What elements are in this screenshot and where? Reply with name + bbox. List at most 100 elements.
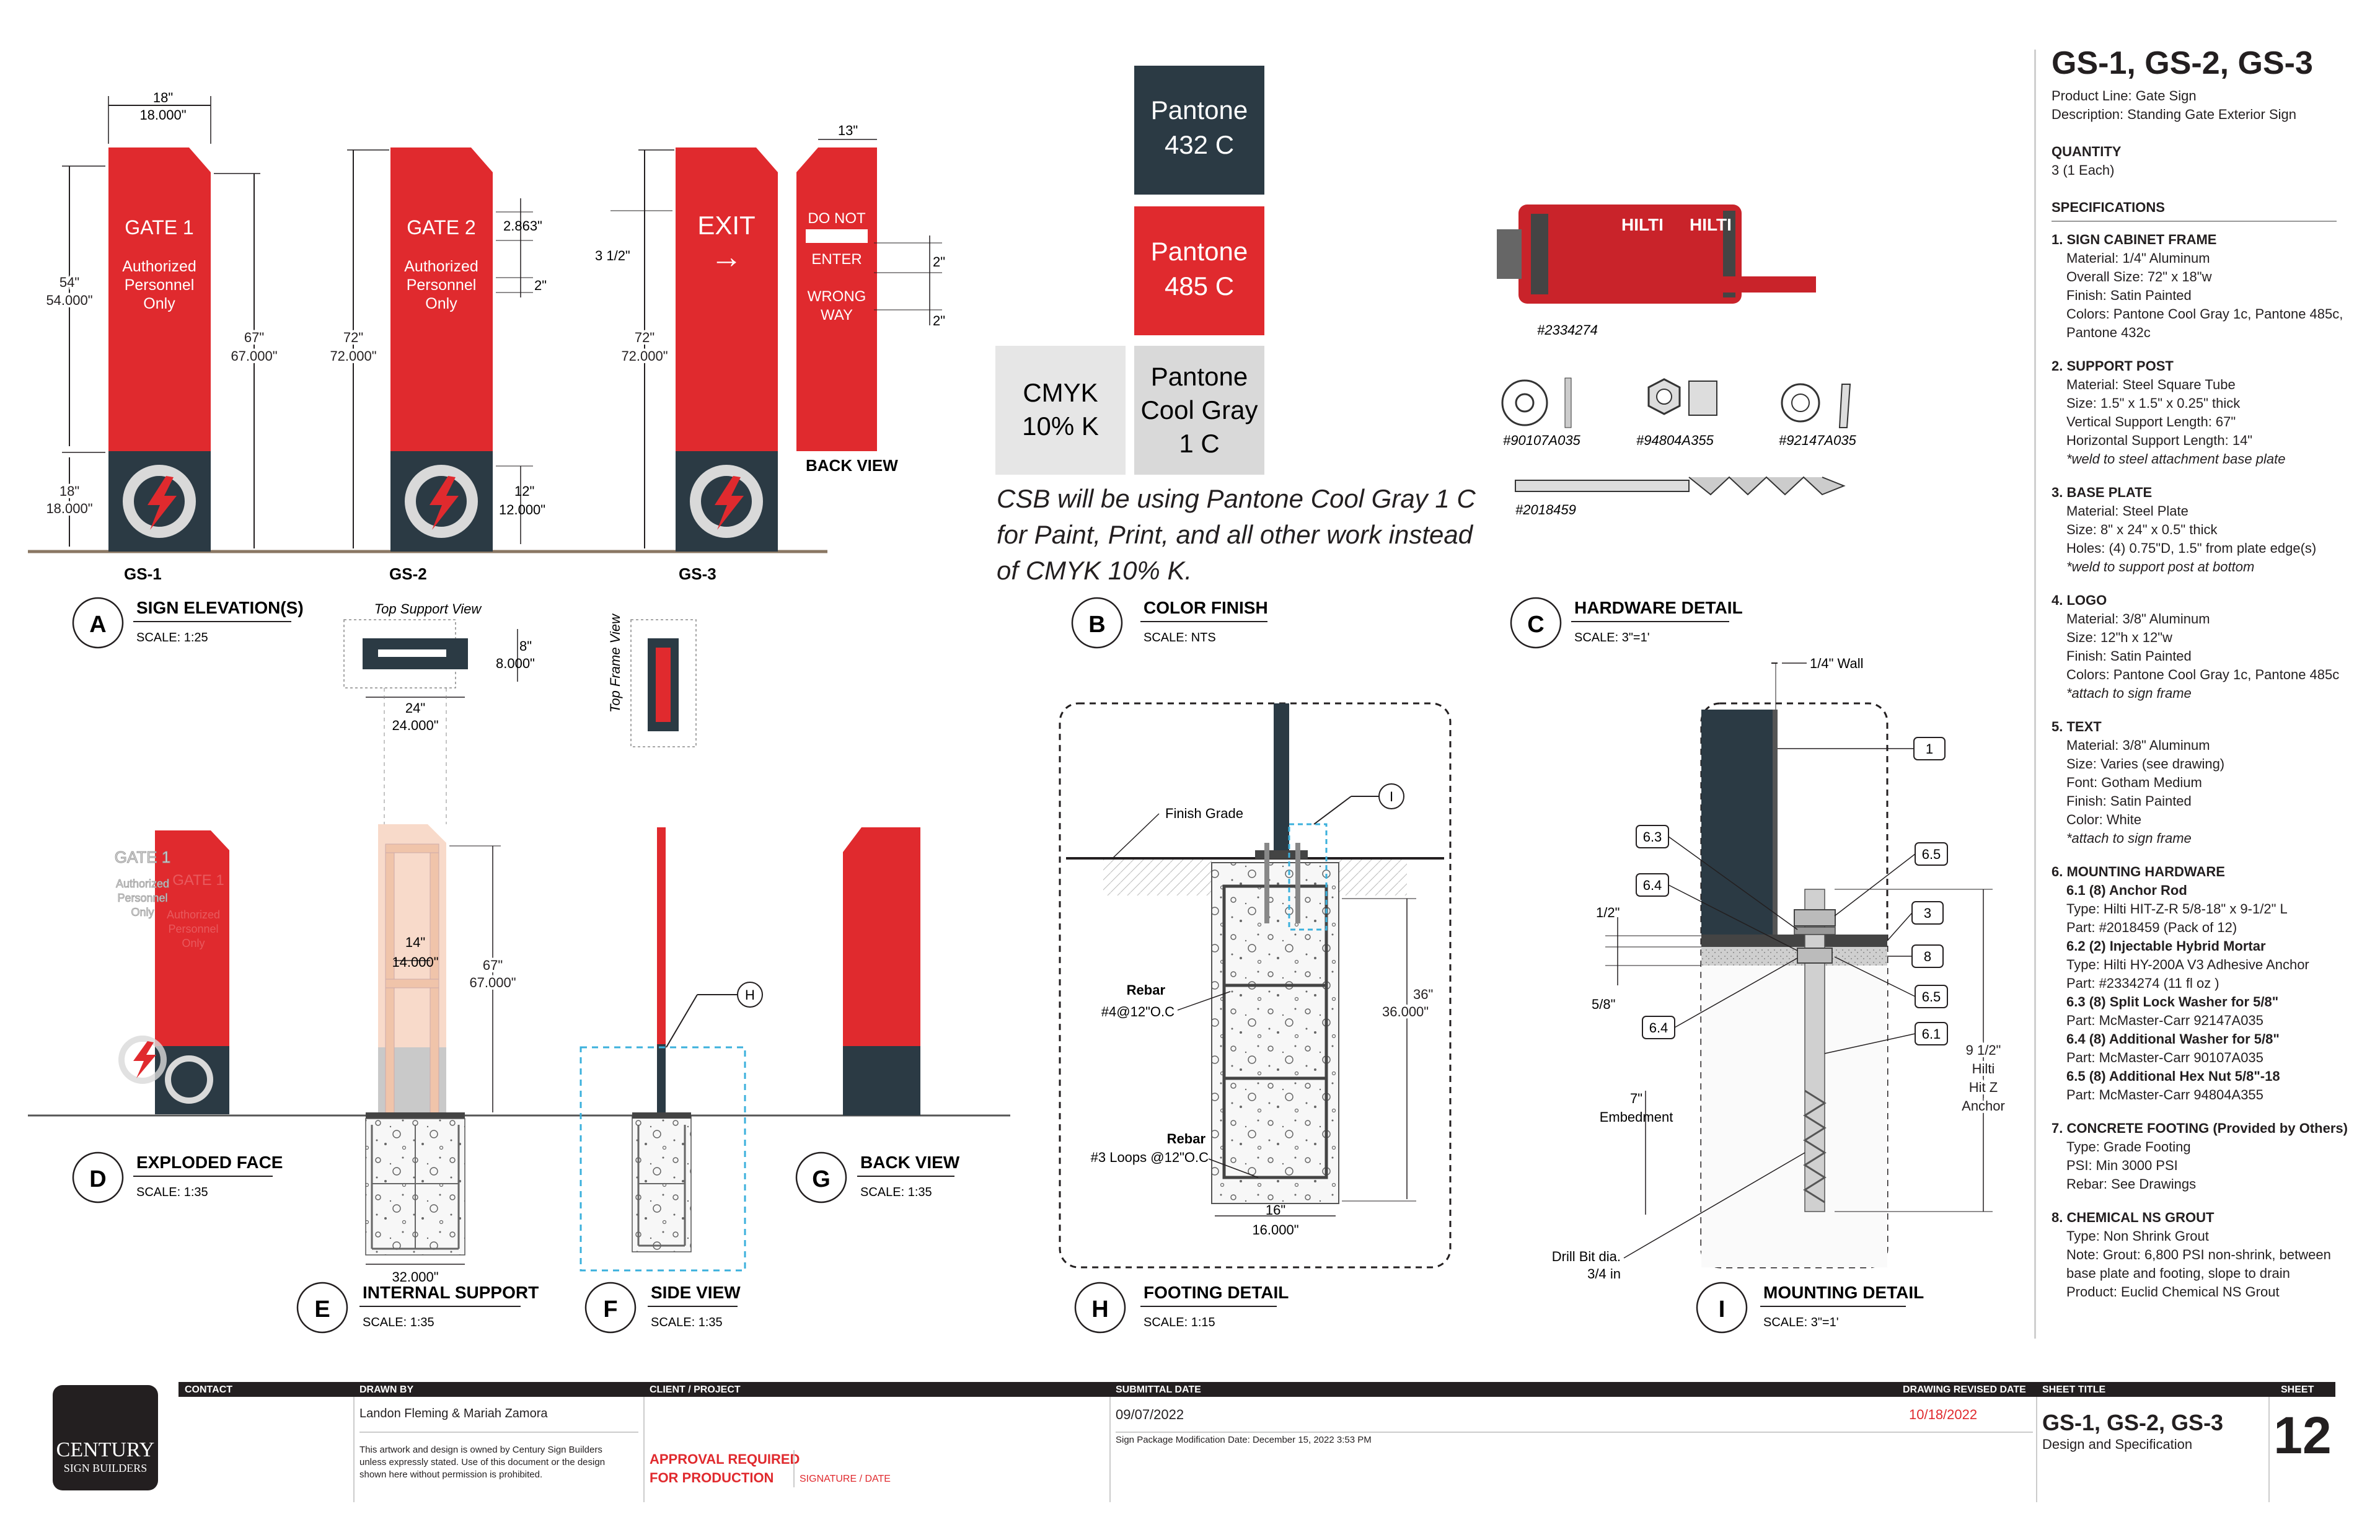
svg-text:Personnel: Personnel	[117, 892, 167, 904]
svg-text:Rebar: Rebar	[1167, 1131, 1206, 1146]
svg-text:16": 16"	[1266, 1202, 1285, 1218]
svg-text:SCALE: 1:35: SCALE: 1:35	[651, 1316, 723, 1329]
sign-gs3: EXIT → 72" 72.000" 3 1/2" GS-3	[595, 147, 778, 583]
svg-text:1/4" Wall: 1/4" Wall	[1810, 656, 1863, 671]
svg-text:3: 3	[1924, 905, 1931, 921]
spec-line: Overall Size: 72" x 18"w	[2066, 269, 2212, 284]
svg-text:Personnel: Personnel	[168, 923, 218, 935]
svg-text:#2334274: #2334274	[1537, 322, 1598, 338]
svg-text:Embedment: Embedment	[1600, 1109, 1673, 1125]
view-label-a: A SIGN ELEVATION(S) SCALE: 1:25	[72, 597, 304, 649]
sign-elevations: GATE 1 Authorized Personnel Only 18" 18.…	[28, 90, 945, 583]
svg-text:INTERNAL SUPPORT: INTERNAL SUPPORT	[363, 1283, 539, 1302]
color-finish: Pantone 432 C Pantone 485 C CMYK 10% K P…	[995, 66, 1264, 475]
svg-text:B: B	[1088, 612, 1105, 638]
spec-line: Part: McMaster-Carr 90107A035	[2066, 1050, 2263, 1065]
view-label-h: H FOOTING DETAIL SCALE: 1:15	[1074, 1282, 1289, 1334]
view-label-f: F SIDE VIEW SCALE: 1:35	[584, 1282, 741, 1334]
gs1-line2: Authorized	[122, 258, 196, 275]
svg-text:GATE 1: GATE 1	[172, 872, 224, 889]
svg-text:DO NOT: DO NOT	[808, 210, 866, 227]
svg-text:Pantone: Pantone	[1151, 362, 1248, 391]
svg-text:Only: Only	[182, 937, 205, 949]
hardware-detail: HILTI HILTI #2334274 #90107A035 #94804A3…	[1497, 205, 1857, 517]
spec-line: Type: Non Shrink Grout	[2066, 1228, 2209, 1244]
svg-text:WAY: WAY	[821, 307, 853, 323]
color-note: CSB will be using Pantone Cool Gray 1 C …	[997, 484, 1476, 585]
svg-text:8: 8	[1924, 949, 1931, 964]
spec-heading: 5. TEXT	[2052, 719, 2102, 734]
svg-text:C: C	[1527, 612, 1544, 638]
svg-text:SIDE VIEW: SIDE VIEW	[651, 1283, 741, 1302]
spec-line: Color: White	[2066, 812, 2142, 827]
spec-subheading: 6.4 (8) Additional Washer for 5/8"	[2066, 1031, 2280, 1047]
hilti-logo: HILTI	[1621, 215, 1664, 234]
svg-text:Rebar: Rebar	[1127, 982, 1166, 998]
disclaimer: This artwork and design is owned by Cent…	[359, 1445, 606, 1480]
svg-text:HILTI: HILTI	[1690, 215, 1732, 234]
svg-text:Top Support View: Top Support View	[374, 601, 483, 617]
svg-text:Cool Gray: Cool Gray	[1140, 395, 1258, 425]
anchor-rod-icon	[1515, 480, 1690, 492]
view-label-d: D EXPLODED FACE SCALE: 1:35	[72, 1151, 283, 1203]
spec-panel-divider	[2034, 50, 2036, 1339]
spec-line: Size: Varies (see drawing)	[2066, 756, 2225, 772]
view-label-e: E INTERNAL SUPPORT SCALE: 1:35	[296, 1282, 539, 1334]
svg-text:#90107A035: #90107A035	[1503, 433, 1581, 448]
label-back-view: BACK VIEW	[806, 456, 898, 475]
arrow-right-icon: →	[710, 239, 743, 275]
modification-date: Sign Package Modification Date: December…	[1116, 1435, 1372, 1445]
svg-text:Top Frame View: Top Frame View	[607, 613, 623, 713]
svg-text:COLOR FINISH: COLOR FINISH	[1144, 598, 1268, 617]
sheet-title: GS-1, GS-2, GS-3	[2042, 1410, 2224, 1435]
spec-line: Finish: Satin Painted	[2066, 288, 2192, 303]
svg-text:432 C: 432 C	[1165, 130, 1234, 159]
svg-text:SCALE: 3"=1': SCALE: 3"=1'	[1574, 631, 1650, 645]
svg-text:6.3: 6.3	[1643, 829, 1662, 845]
drawing-canvas: GATE 1 Authorized Personnel Only 18" 18.…	[28, 66, 2008, 1334]
sheet-heading: GS-1, GS-2, GS-3	[2052, 45, 2313, 81]
signature-date-field[interactable]: SIGNATURE / DATE	[800, 1474, 891, 1484]
spec-line: Material: 3/8" Aluminum	[2066, 611, 2210, 627]
internal-support: Top Support View 8" 8.000" 24" 24.000" 1…	[343, 601, 535, 1285]
swatch-pantone-432c	[1134, 66, 1264, 195]
svg-text:Personnel: Personnel	[407, 276, 477, 294]
svg-text:36.000": 36.000"	[1382, 1004, 1429, 1019]
side-view: Top Frame View H	[580, 613, 763, 1272]
spec-note: *attach to sign frame	[2066, 685, 2192, 701]
drawn-by: Landon Fleming & Mariah Zamora	[359, 1407, 548, 1420]
svg-text:Authorized: Authorized	[116, 878, 169, 890]
svg-text:D: D	[89, 1166, 106, 1192]
mounting-detail: 1/4" Wall 1 6.3 6.5 6.4 3 8 6.5 6.4 6.1	[1552, 656, 2008, 1282]
svg-text:36": 36"	[1413, 987, 1433, 1002]
spec-subheading: 6.2 (2) Injectable Hybrid Mortar	[2066, 938, 2266, 954]
svg-text:Anchor: Anchor	[1962, 1098, 2005, 1114]
svg-text:1/2": 1/2"	[1596, 905, 1620, 920]
sign-gs2: GATE 2 Authorized Personnel Only 72" 72.…	[327, 147, 547, 583]
spec-line: Size: 1.5" x 1.5" x 0.25" thick	[2066, 395, 2241, 411]
svg-text:24": 24"	[405, 700, 425, 716]
svg-text:I: I	[1719, 1296, 1726, 1322]
title-block-bar	[178, 1382, 2335, 1397]
spec-line: Material: 3/8" Aluminum	[2066, 737, 2210, 753]
spec-line: Rebar: See Drawings	[2066, 1176, 2197, 1192]
svg-text:18.000": 18.000"	[46, 501, 92, 516]
svg-text:3/4 in: 3/4 in	[1587, 1266, 1621, 1282]
svg-text:13": 13"	[838, 123, 858, 138]
spec-line: Finish: Satin Painted	[2066, 793, 2192, 809]
svg-text:H: H	[1091, 1296, 1108, 1322]
svg-text:12.000": 12.000"	[499, 502, 545, 517]
svg-text:14": 14"	[405, 935, 425, 950]
svg-text:7": 7"	[1630, 1091, 1642, 1106]
spec-note: *attach to sign frame	[2066, 830, 2192, 846]
svg-text:32.000": 32.000"	[392, 1269, 438, 1285]
svg-text:2": 2"	[933, 254, 945, 270]
spec-line: Type: Hilti HIT-Z-R 5/8-18" x 9-1/2" L	[2066, 901, 2288, 917]
view-label-c: C HARDWARE DETAIL SCALE: 3"=1'	[1510, 597, 1743, 649]
svg-text:24.000": 24.000"	[392, 718, 438, 733]
spec-line: Part: #2018459 (Pack of 12)	[2066, 920, 2237, 935]
spec-line: Material: Steel Square Tube	[2066, 377, 2236, 392]
svg-text:SCALE: 1:35: SCALE: 1:35	[860, 1186, 932, 1199]
svg-text:SCALE: NTS: SCALE: NTS	[1144, 631, 1216, 645]
gs1-line4: Only	[143, 295, 175, 312]
